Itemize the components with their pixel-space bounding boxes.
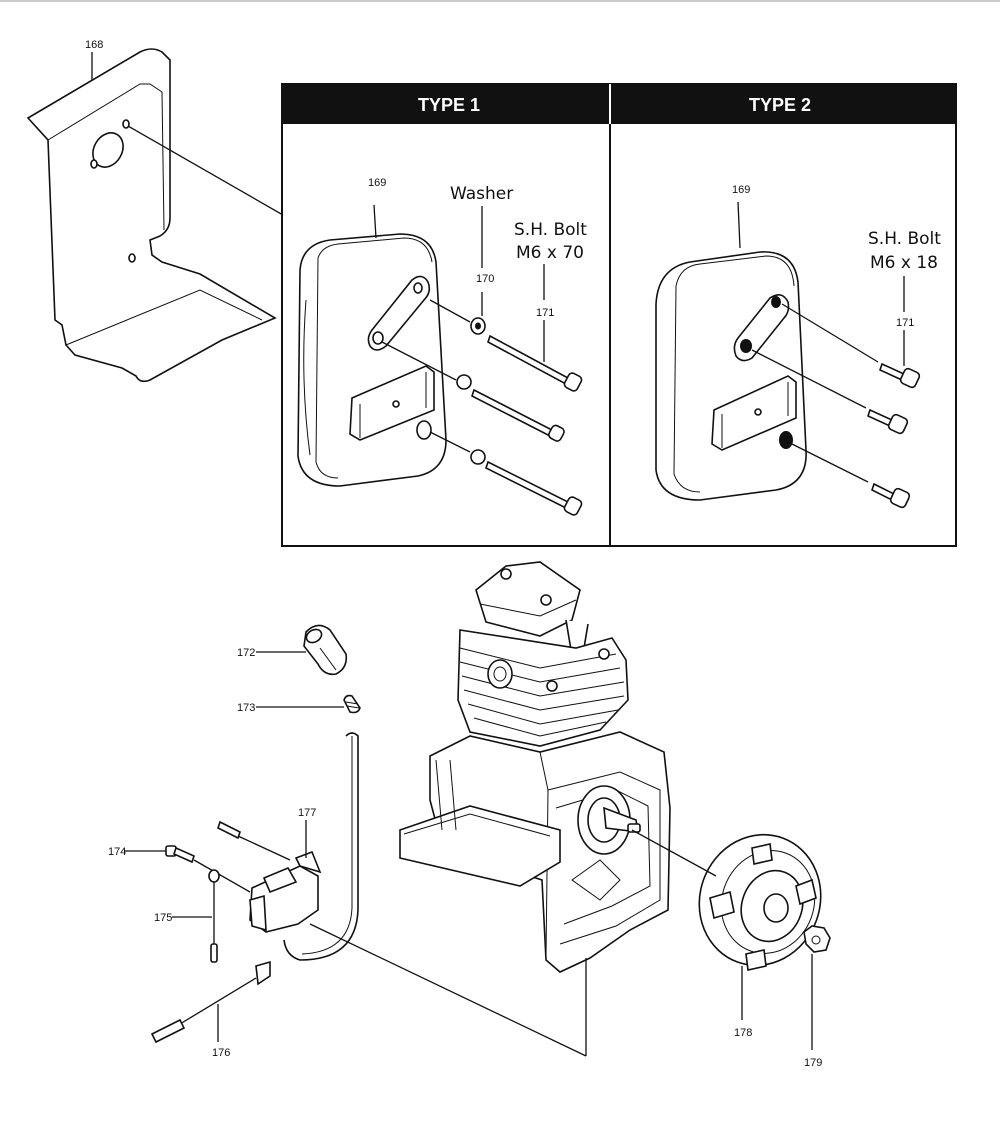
label-174: 174 [108, 846, 126, 858]
washer-callout: Washer [450, 184, 513, 204]
engine-crankcase [399, 561, 671, 973]
coil-mounting-bolt [217, 820, 241, 840]
washer-type1 [456, 317, 486, 465]
label-168: 168 [85, 39, 103, 51]
socket-head-bolt-m6x18-type2 [867, 362, 921, 509]
bolt-callout-type2-line2: M6 x 18 [870, 253, 938, 273]
label-169-type1: 169 [368, 177, 386, 189]
type2-title: TYPE 2 [749, 95, 811, 115]
muffler-type2 [655, 201, 807, 501]
label-171-type1: 171 [536, 307, 554, 319]
type1-title: TYPE 1 [418, 95, 480, 115]
hex-bolt [165, 845, 195, 864]
ground-wire [208, 869, 220, 963]
high-tension-lead [283, 732, 359, 961]
ignition-coil [249, 850, 322, 933]
bolt-callout-type1-line2: M6 x 70 [516, 243, 584, 263]
label-175: 175 [154, 912, 172, 924]
bolt-callout-type2-line1: S.H. Bolt [868, 229, 941, 249]
label-179: 179 [804, 1057, 822, 1069]
flywheel [698, 833, 822, 971]
spring-clip [343, 694, 361, 714]
label-178: 178 [734, 1027, 752, 1039]
label-176: 176 [212, 1047, 230, 1059]
label-170: 170 [476, 273, 494, 285]
label-171-type2: 171 [896, 317, 914, 329]
muffler-type1 [297, 204, 447, 487]
label-177: 177 [298, 807, 316, 819]
spark-plug-cap [303, 624, 348, 676]
flange-nut [803, 925, 831, 953]
label-173: 173 [237, 702, 255, 714]
socket-head-bolt-m6x70-type1 [471, 334, 583, 516]
stop-switch-wire [150, 960, 271, 1044]
bolt-callout-type1-line1: S.H. Bolt [514, 220, 587, 240]
heat-shield-bracket [26, 48, 277, 383]
label-172: 172 [237, 647, 255, 659]
label-169-type2: 169 [732, 184, 750, 196]
